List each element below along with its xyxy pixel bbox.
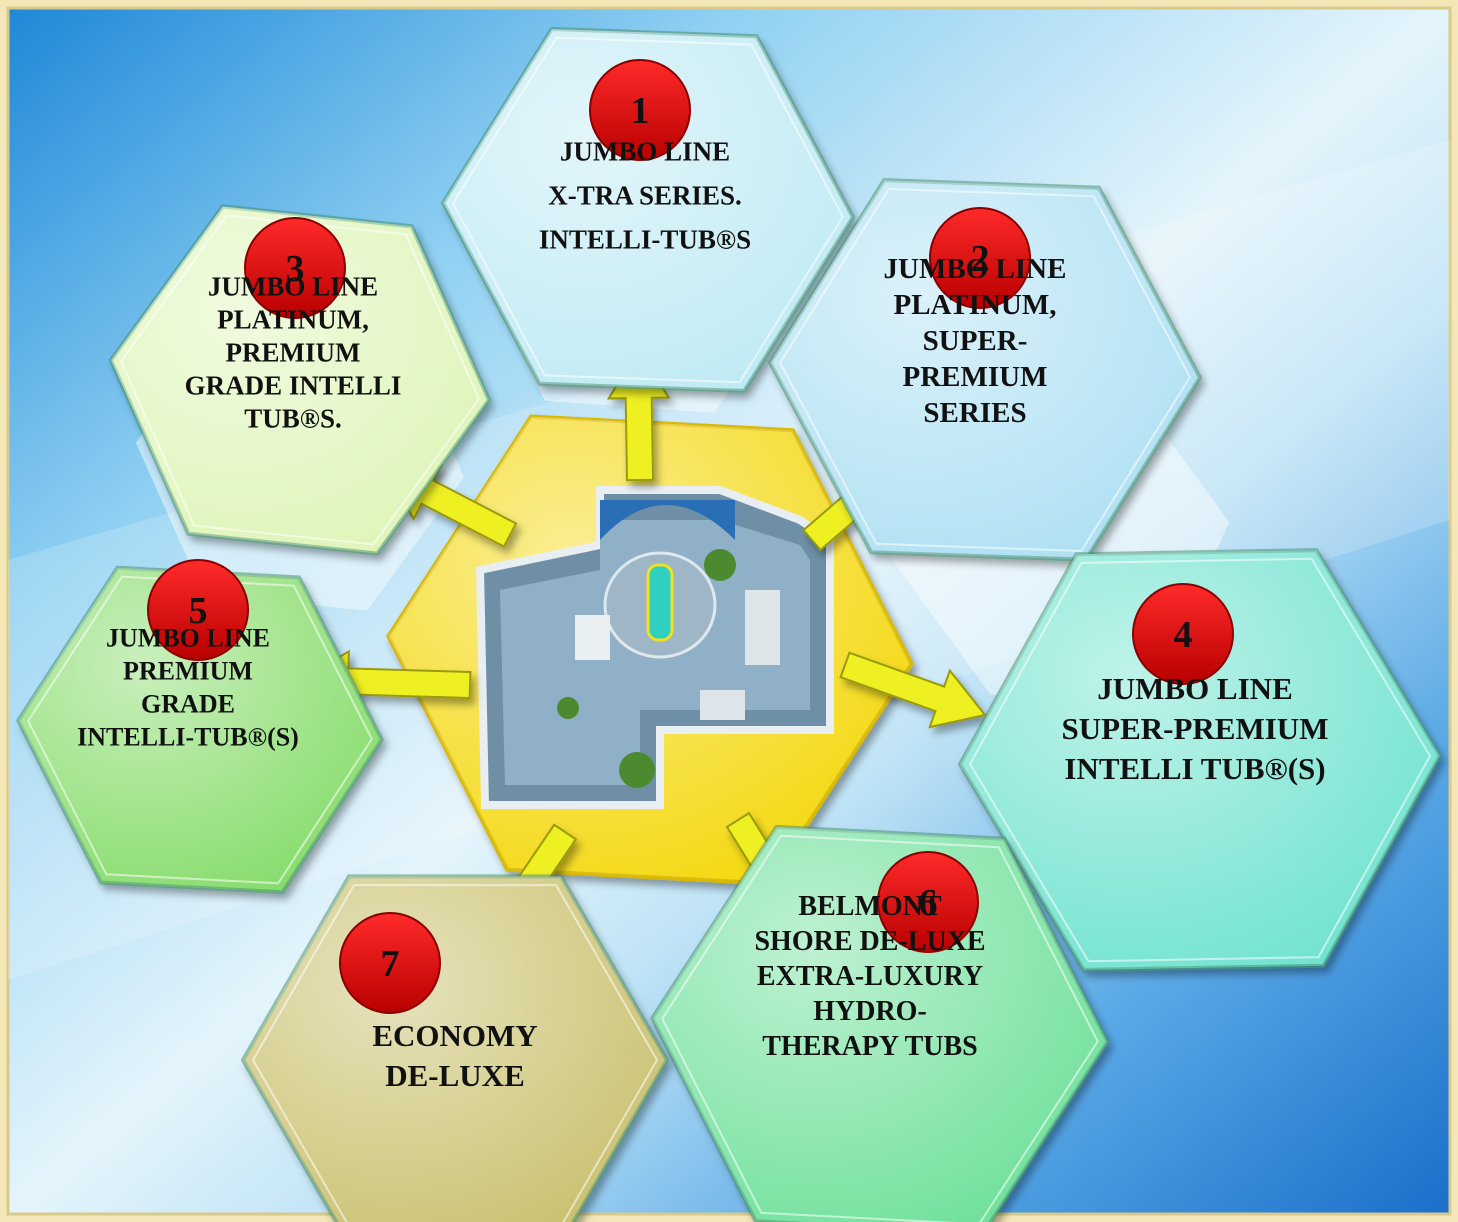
hexagon-shine [18,567,382,893]
hexagon-label-line: SUPER- [923,325,1028,357]
hexagon-label-line: JUMBO LINE [106,624,270,653]
hexagon-label-line: PREMIUM [226,337,361,367]
hexagon-label-line: THERAPY TUBS [762,1031,978,1062]
hexagon-label-line: X-TRA SERIES. [548,180,742,210]
hexagon-label-line: SERIES [923,397,1026,429]
hexagon-label-line: INTELLI-TUB®(S) [77,723,299,752]
number-badge-label: 7 [381,943,400,985]
bench [575,615,610,660]
hexagon-shine [443,29,853,391]
hexagon-label-line: SHORE DE-LUXE [754,926,985,957]
number-badge [589,59,691,161]
hexagon-label-line: JUMBO LINE [884,253,1067,285]
plant [557,697,579,719]
hexagon-label-line: PLATINUM, [894,289,1057,321]
vanity [745,590,780,665]
hexagon-label-line: HYDRO- [813,996,927,1027]
hexagon-label-line: EXTRA-LUXURY [757,961,983,992]
hexagon-label-line: GRADE INTELLI [185,370,402,400]
hexagon-label-line: DE-LUXE [385,1058,525,1093]
hexagon-label-line: PREMIUM [123,657,253,686]
number-badge [339,912,441,1014]
hexagon-label-line: SUPER-PREMIUM [1062,711,1329,746]
number-badge [877,851,979,953]
number-badge-label: 1 [631,90,650,132]
hexagon-label-line: INTELLI-TUB®S [539,224,751,254]
toilet [700,690,745,720]
hexagon-label-line: JUMBO LINE [1097,671,1293,706]
hexagon-label-line: INTELLI TUB®(S) [1064,751,1325,786]
bathroom-floorplan-illustration [475,486,834,809]
hexagon-label-line: BELMONT [798,891,941,922]
hexagon-label-line: JUMBO LINE [208,271,378,301]
plant [619,752,655,788]
number-badge-label: 4 [1174,614,1193,656]
hexagon-shine [111,206,489,554]
number-badge [244,217,346,319]
number-badge-label: 6 [919,882,938,924]
plant [704,549,736,581]
hexagon-label-line: GRADE [141,690,235,719]
number-badge-label: 2 [971,238,990,280]
tub [646,563,674,642]
hexagon-shine [960,550,1440,970]
hexagon-label-line: PREMIUM [903,361,1048,393]
aquarium-wall [600,500,735,540]
number-badge [147,559,249,661]
number-badge [1132,583,1234,685]
hexagon-shine [652,826,1108,1222]
hexagon-label-line: JUMBO LINE [560,136,730,166]
center-hexagon [386,414,914,886]
arrow [839,651,987,729]
hexagon-shine [770,180,1200,560]
hexagon-label-line: ECONOMY [372,1018,537,1053]
number-badge [929,207,1031,309]
hexagon-label-line: PLATINUM, [217,304,369,334]
number-badge-label: 3 [286,248,305,290]
number-badge-label: 5 [189,590,208,632]
hexagon-label-line: TUB®S. [244,403,341,433]
